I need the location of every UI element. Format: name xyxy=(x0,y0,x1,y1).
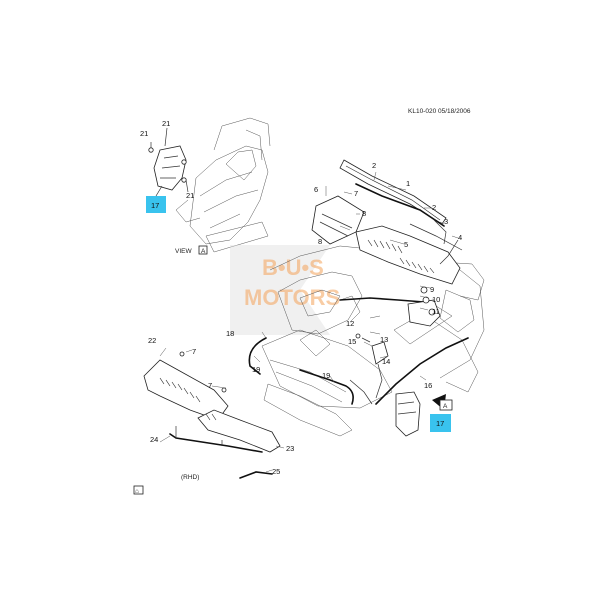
view-marker: A xyxy=(201,248,206,255)
arrow-marker: A xyxy=(443,403,448,410)
washer-reservoir xyxy=(395,391,421,437)
callout-24: 24 xyxy=(150,435,158,444)
callout-16: 16 xyxy=(424,381,432,390)
callout-7-c: 7 xyxy=(208,381,212,390)
callout-17-main: 17 xyxy=(436,419,444,428)
view-label: VIEW xyxy=(175,248,192,255)
callout-7-b: 7 xyxy=(192,347,196,356)
corner-marker-box xyxy=(133,485,144,495)
callout-7-a: 7 xyxy=(354,189,358,198)
callout-23: 23 xyxy=(286,444,294,453)
callout-13: 13 xyxy=(380,335,388,344)
cowl-grille xyxy=(355,225,461,285)
rhd-label: (RHD) xyxy=(181,474,199,481)
callout-22: 22 xyxy=(148,336,156,345)
callout-15: 15 xyxy=(348,337,356,346)
callout-2-a: 2 xyxy=(372,161,376,170)
callout-12: 12 xyxy=(346,319,354,328)
watermark-line-2: MOTORS xyxy=(244,285,340,310)
callout-18: 18 xyxy=(226,329,234,338)
arrow-marker-box xyxy=(439,399,453,411)
main-assembly: A 17 2 1 2 3 4 5 6 7 8 8 9 10 11 12 13 1… xyxy=(226,159,485,437)
callout-21-a: 21 xyxy=(140,129,148,138)
callout-19-b: 19 xyxy=(322,371,330,380)
callout-2-b: 2 xyxy=(432,203,436,212)
callout-10: 10 xyxy=(432,295,440,304)
callout-17-inset: 17 xyxy=(151,201,159,210)
diagram-code: KL10-020 05/18/2006 xyxy=(408,108,471,115)
watermark: B•U•S MOTORS xyxy=(230,245,340,335)
callout-8-b: 8 xyxy=(318,237,322,246)
callout-21-c: 21 xyxy=(186,191,194,200)
callout-4: 4 xyxy=(458,233,462,242)
callout-3: 3 xyxy=(444,217,448,226)
callout-25: 25 xyxy=(272,467,280,476)
rhd-inset: 22 7 7 23 24 25 (RHD) ⌂ xyxy=(133,336,294,495)
wiper-motor xyxy=(407,299,441,327)
callout-19-a: 19 xyxy=(252,365,260,374)
callout-9: 9 xyxy=(430,285,434,294)
callout-21-b: 21 xyxy=(162,119,170,128)
cowl-panel-22 xyxy=(143,359,229,421)
callout-11: 11 xyxy=(432,307,440,316)
callout-8-a: 8 xyxy=(362,209,366,218)
cowl-panel-23 xyxy=(197,409,281,453)
highlight-box-17-inset xyxy=(146,196,166,213)
callout-1: 1 xyxy=(406,179,410,188)
corner-marker: ⌂ xyxy=(135,488,139,495)
callout-14: 14 xyxy=(382,357,390,366)
callout-6: 6 xyxy=(314,185,318,194)
highlight-box-17-main xyxy=(430,414,451,432)
view-marker-box xyxy=(198,245,208,255)
callout-5-a: 5 xyxy=(404,240,408,249)
view-a-inset: 17 21 21 21 VIEW A xyxy=(140,117,271,255)
bracket-part-17 xyxy=(153,145,187,191)
